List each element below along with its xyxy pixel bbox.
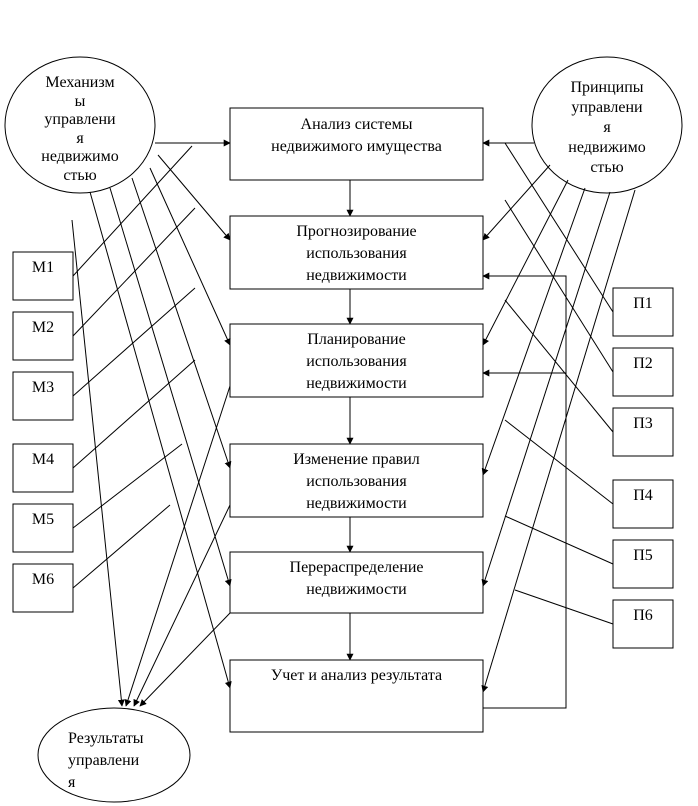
mechanism-label-1: М1	[31, 259, 55, 276]
process-box-6	[229, 659, 484, 733]
process-text-4: Изменение правил использования недвижимо…	[293, 451, 420, 512]
mechanisms-label: Механизм ы управлени я недвижимо стью	[41, 74, 119, 184]
principle-ellipse-lines	[481, 139, 636, 693]
mechanism-label-2: М2	[31, 319, 55, 336]
process-text-1: Анализ системы недвижимого имущества	[271, 116, 442, 155]
principle-label-4: П4	[633, 487, 653, 504]
mechanism-box-2	[12, 311, 74, 361]
process-box-3	[229, 323, 484, 398]
mechanism-label-5: М5	[31, 511, 55, 528]
mechanism-ellipse-lines	[89, 139, 232, 689]
principles-label: Принципы управлени я недвижимо стью	[568, 79, 646, 176]
process-text-2: Прогнозирование использования недвижимос…	[296, 223, 417, 284]
mechanism-box-1	[12, 251, 74, 301]
principle-label-6: П6	[633, 607, 653, 624]
process-box-5	[229, 551, 484, 614]
process-text-5: Перераспределение недвижимости	[289, 559, 424, 598]
principle-label-5: П5	[633, 547, 653, 564]
mechanism-box-lines	[72, 145, 196, 589]
result-lines	[71, 219, 231, 707]
principle-label-3: П3	[633, 415, 653, 432]
principle-box-lines	[504, 142, 614, 625]
principle-box-4	[612, 479, 674, 529]
principle-label-1: П1	[633, 295, 653, 312]
mechanism-label-4: М4	[31, 451, 55, 468]
principle-label-2: П2	[633, 355, 653, 372]
mechanism-box-5	[12, 503, 74, 553]
process-box-2	[229, 215, 484, 290]
mechanism-label-6: М6	[31, 571, 55, 588]
mechanism-label-3: М3	[31, 379, 55, 396]
principles-ellipse	[531, 56, 683, 194]
results-label: Результаты управлени я	[68, 730, 144, 791]
process-text-3: Планирование использования недвижимости	[306, 331, 407, 392]
principle-box-2	[612, 347, 674, 397]
principle-box-6	[612, 599, 674, 649]
principle-box-3	[612, 407, 674, 457]
feedback-loop	[482, 272, 567, 709]
mechanism-box-4	[12, 443, 74, 493]
results-ellipse	[37, 707, 191, 803]
process-box-4	[229, 443, 484, 518]
process-text-6: Учет и анализ результата	[270, 667, 443, 684]
principle-box-5	[612, 539, 674, 589]
mechanism-box-3	[12, 371, 74, 421]
mechanisms-ellipse	[4, 56, 156, 194]
